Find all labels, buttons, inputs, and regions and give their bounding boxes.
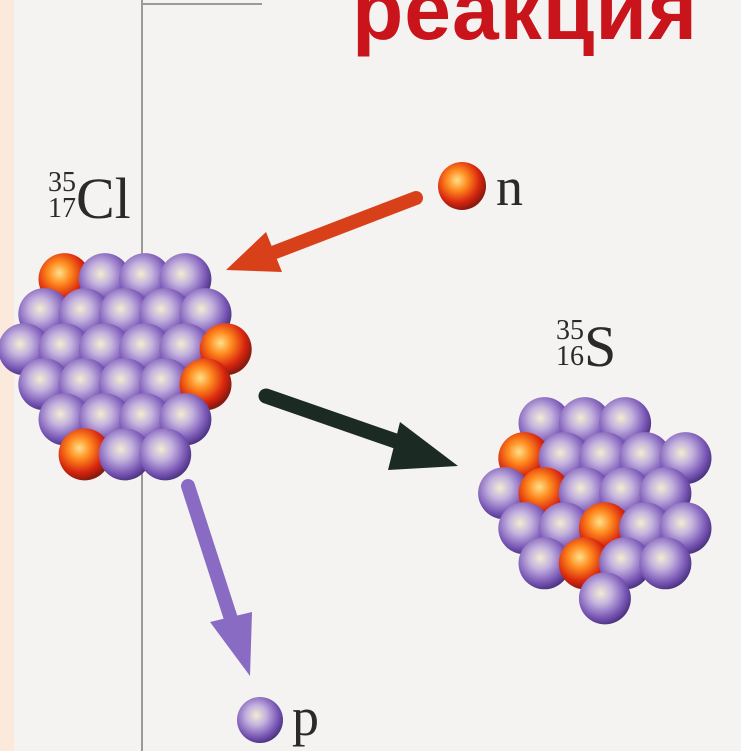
sulfur-numbers: 35 16: [556, 318, 584, 370]
chlorine-symbol: Cl: [76, 166, 131, 231]
neutron-particle-icon: [438, 162, 486, 210]
neutron-nucleon-icon: [139, 428, 191, 480]
sulfur-isotope-label: 35 16 S: [556, 318, 616, 376]
sulfur-atomic-number: 16: [556, 344, 584, 370]
neutron-nucleon-icon: [579, 572, 631, 624]
sulfur-symbol: S: [584, 314, 616, 379]
proton-particle-icon: [237, 697, 283, 743]
chlorine-atomic-number: 17: [48, 196, 76, 222]
neutron-nucleon-icon: [639, 537, 691, 589]
chlorine-numbers: 35 17: [48, 170, 76, 222]
neutron-label: n: [496, 160, 523, 214]
chlorine-isotope-label: 35 17 Cl: [48, 170, 131, 228]
proton-label: p: [292, 690, 319, 744]
heading-title: реакция: [352, 0, 698, 52]
